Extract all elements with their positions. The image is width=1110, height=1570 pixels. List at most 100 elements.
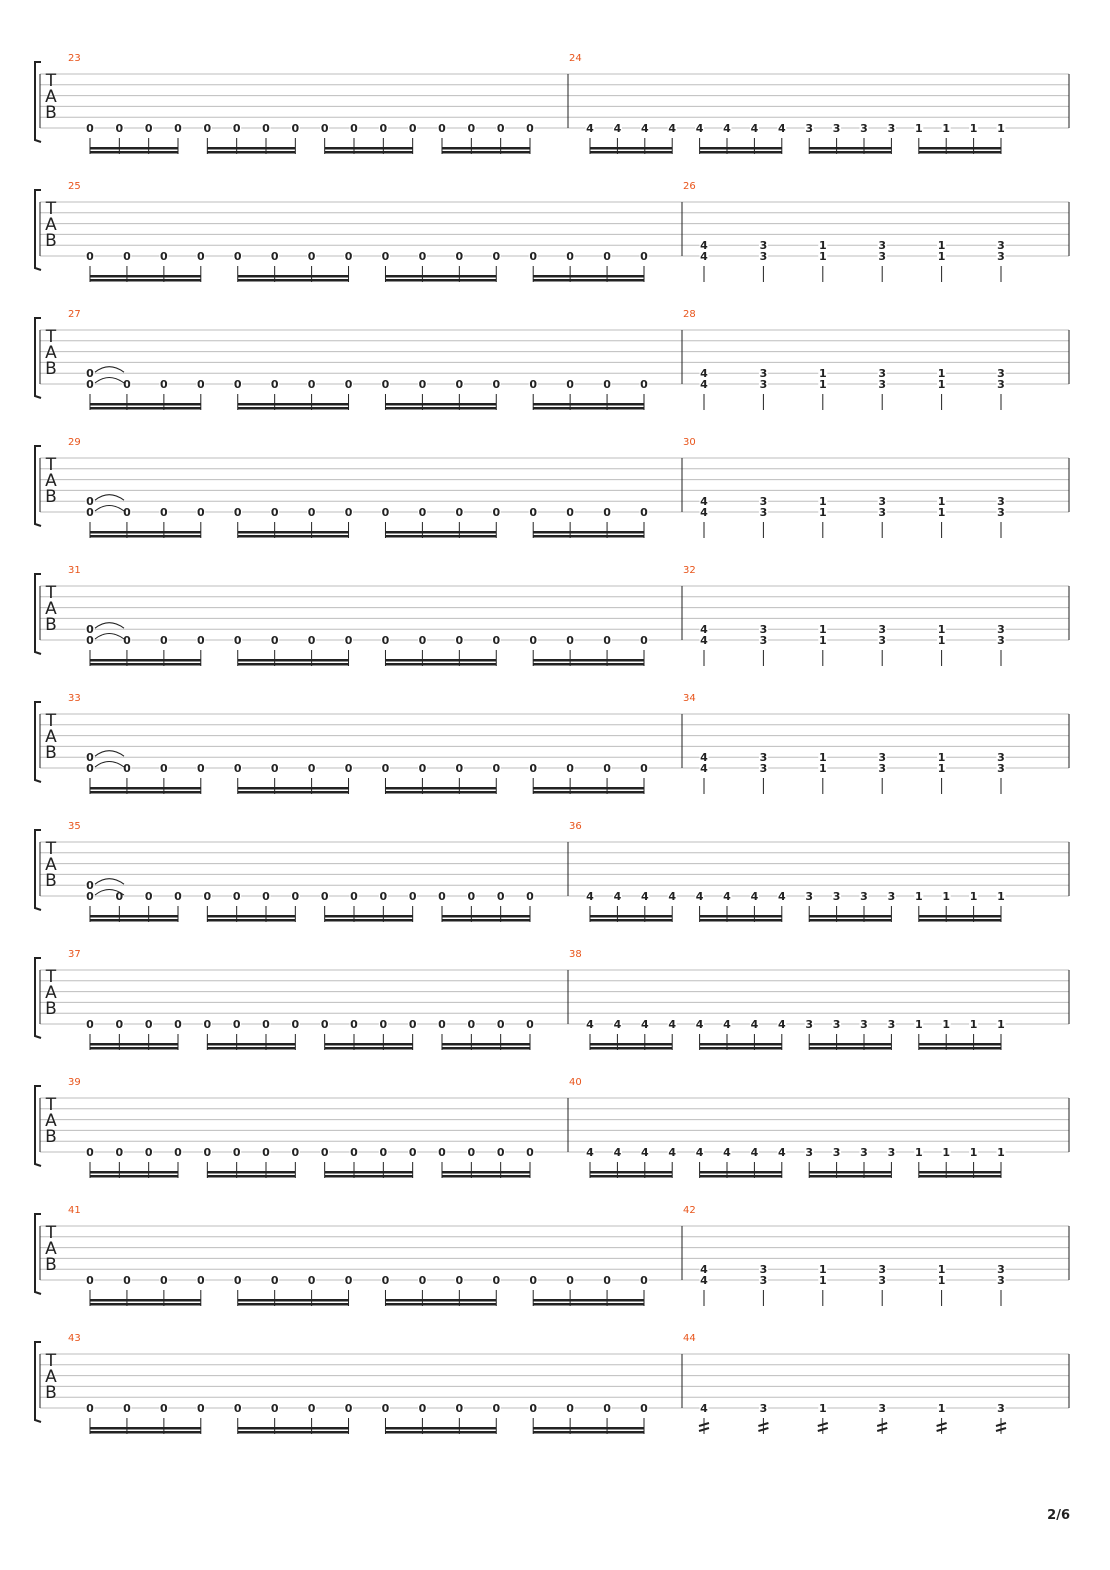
fret-background xyxy=(454,634,464,646)
fret-background xyxy=(832,1018,842,1030)
fret-background xyxy=(804,122,814,134)
fret-number: 0 xyxy=(456,634,464,647)
fret-number: 0 xyxy=(409,890,417,903)
fret-background xyxy=(749,122,759,134)
fret-background xyxy=(996,1146,1006,1158)
fret-number: 0 xyxy=(116,122,124,135)
slur-arc xyxy=(94,622,125,629)
fret-background xyxy=(290,1018,300,1030)
beam xyxy=(590,1171,673,1174)
measure-number: 37 xyxy=(68,949,81,960)
fret-number: 3 xyxy=(878,495,886,508)
fret-number: 0 xyxy=(566,250,574,263)
fret-background xyxy=(196,378,206,390)
fret-background xyxy=(777,122,787,134)
fret-number: 4 xyxy=(723,890,731,903)
fret-number: 0 xyxy=(197,1274,205,1287)
beam xyxy=(385,531,497,534)
beam xyxy=(237,1303,349,1306)
measure-number: 40 xyxy=(569,1077,582,1088)
fret-number: 3 xyxy=(888,122,896,135)
fret-number: 3 xyxy=(833,1018,841,1031)
fret-background xyxy=(85,122,95,134)
fret-number: 3 xyxy=(878,250,886,263)
measure-number: 31 xyxy=(68,565,81,576)
tab-clef-letter: B xyxy=(45,103,57,123)
fret-background xyxy=(270,634,280,646)
fret-number: 0 xyxy=(419,762,427,775)
fret-number: 0 xyxy=(145,1018,153,1031)
fret-background xyxy=(886,1146,896,1158)
fret-number: 1 xyxy=(915,1018,923,1031)
fret-background xyxy=(159,762,169,774)
fret-number: 3 xyxy=(860,890,868,903)
fret-number: 0 xyxy=(468,890,476,903)
fret-background xyxy=(749,890,759,902)
fret-background xyxy=(699,751,709,763)
fret-number: 0 xyxy=(116,1018,124,1031)
fret-number: 0 xyxy=(468,1146,476,1159)
fret-background xyxy=(232,890,242,902)
fret-number: 0 xyxy=(566,506,574,519)
tremolo-stroke xyxy=(936,1422,947,1427)
fret-number: 0 xyxy=(204,122,212,135)
fret-number: 3 xyxy=(878,1402,886,1415)
fret-background xyxy=(159,378,169,390)
fret-background xyxy=(378,890,388,902)
fret-number: 3 xyxy=(760,239,768,252)
beam xyxy=(324,151,413,154)
fret-number: 0 xyxy=(529,378,537,391)
fret-background xyxy=(639,506,649,518)
fret-number: 1 xyxy=(938,250,946,263)
fret-background xyxy=(667,1018,677,1030)
fret-number: 4 xyxy=(723,1018,731,1031)
tremolo-stroke xyxy=(698,1427,710,1432)
fret-number: 4 xyxy=(668,890,676,903)
fret-number: 0 xyxy=(456,506,464,519)
beam xyxy=(90,531,201,534)
fret-background xyxy=(818,495,828,507)
fret-background xyxy=(585,1018,595,1030)
fret-number: 0 xyxy=(174,890,182,903)
fret-number: 0 xyxy=(380,1146,388,1159)
measure-number: 33 xyxy=(68,693,81,704)
fret-background xyxy=(122,378,132,390)
fret-background xyxy=(818,378,828,390)
fret-number: 0 xyxy=(174,122,182,135)
slur-arc xyxy=(94,878,125,885)
fret-background xyxy=(114,122,124,134)
fret-background xyxy=(640,1146,650,1158)
fret-background xyxy=(859,890,869,902)
fret-number: 0 xyxy=(566,378,574,391)
fret-background xyxy=(261,122,271,134)
beam xyxy=(385,663,497,666)
fret-background xyxy=(85,634,95,646)
fret-background xyxy=(202,890,212,902)
fret-number: 0 xyxy=(197,250,205,263)
beam xyxy=(237,791,349,794)
fret-number: 4 xyxy=(696,122,704,135)
fret-background xyxy=(196,762,206,774)
fret-number: 3 xyxy=(878,378,886,391)
slur-arc xyxy=(94,505,125,512)
fret-number: 0 xyxy=(529,250,537,263)
fret-background xyxy=(320,122,330,134)
fret-number: 0 xyxy=(292,122,300,135)
fret-background xyxy=(612,122,622,134)
fret-background xyxy=(602,1274,612,1286)
fret-number: 1 xyxy=(938,367,946,380)
fret-number: 0 xyxy=(566,1402,574,1415)
fret-number: 0 xyxy=(197,1402,205,1415)
measure-number: 26 xyxy=(683,181,696,192)
fret-number: 4 xyxy=(641,890,649,903)
fret-number: 0 xyxy=(271,250,279,263)
beam xyxy=(918,915,1001,918)
fret-number: 4 xyxy=(700,495,708,508)
fret-number: 0 xyxy=(123,250,131,263)
beam xyxy=(590,919,673,922)
fret-number: 3 xyxy=(760,1274,768,1287)
fret-number: 0 xyxy=(234,506,242,519)
fret-number: 4 xyxy=(614,1018,622,1031)
